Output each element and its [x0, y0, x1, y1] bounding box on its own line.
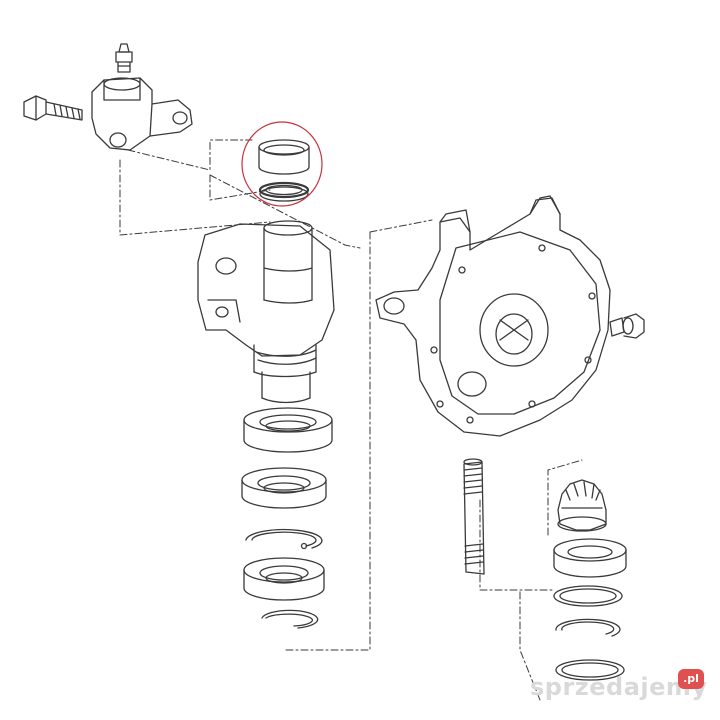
axle-shaft [463, 458, 485, 575]
watermark-text: sprzedajemy [530, 673, 708, 701]
king-pin-bracket [91, 77, 193, 151]
gear-housing [375, 195, 611, 437]
knuckle-arm [197, 220, 335, 404]
bearing-upper [241, 467, 327, 509]
bolt-left [23, 95, 83, 121]
bushing [258, 139, 310, 175]
oil-seal [243, 407, 333, 453]
gear-circlip [555, 659, 625, 681]
leader-lines [119, 139, 583, 701]
circlip [261, 609, 319, 629]
grease-nipple [115, 43, 133, 73]
gear-ring [555, 618, 621, 637]
snap-ring [245, 528, 323, 550]
watermark-badge: .pl [678, 669, 704, 689]
watermark: sprzedajemy .pl [530, 667, 710, 707]
gear-snap-ring [553, 585, 623, 607]
bolt-right [609, 313, 645, 339]
highlight-circle [241, 121, 323, 207]
gear-bearing [553, 538, 627, 578]
bearing-lower [243, 557, 325, 601]
seal-ring [258, 181, 310, 202]
bevel-gear [557, 479, 607, 532]
